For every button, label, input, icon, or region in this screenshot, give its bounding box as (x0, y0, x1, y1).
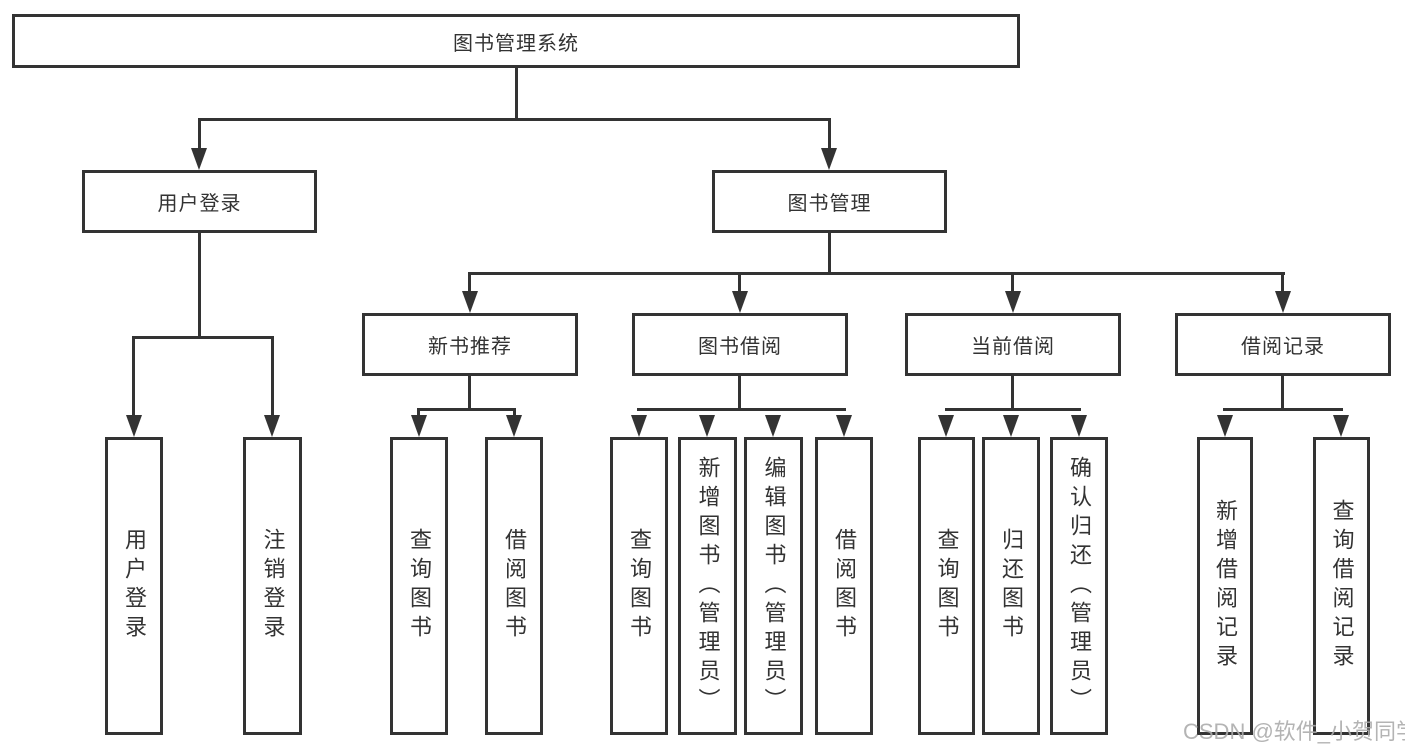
node-label: 归还图书 (999, 528, 1024, 644)
node-label: 借阅记录 (1241, 336, 1325, 358)
connector-line (1223, 408, 1343, 411)
leaf-user-login: 用户登录 (105, 437, 163, 735)
arrow-down-icon (462, 291, 478, 313)
arrow-down-icon (938, 415, 954, 437)
node-label: 新增借阅记录 (1213, 499, 1238, 673)
node-library-management-system: 图书管理系统 (12, 14, 1020, 68)
connector-line (468, 272, 1285, 275)
leaf-logout: 注销登录 (243, 437, 302, 735)
arrow-down-icon (1003, 415, 1019, 437)
arrow-down-icon (631, 415, 647, 437)
connector-line (1281, 376, 1284, 411)
arrow-down-icon (765, 415, 781, 437)
leaf-query-books-current: 查询图书 (918, 437, 975, 735)
connector-line (738, 274, 741, 296)
leaf-confirm-return-admin: 确认归还（管理员） (1050, 437, 1108, 735)
connector-line (132, 338, 135, 418)
connector-line (198, 118, 831, 121)
leaf-return-book: 归还图书 (982, 437, 1040, 735)
leaf-edit-book-admin: 编辑图书（管理员） (744, 437, 803, 735)
arrow-down-icon (264, 415, 280, 437)
node-label: 确认归还（管理员） (1067, 455, 1092, 717)
connector-line (945, 408, 1081, 411)
connector-line (1011, 274, 1014, 296)
node-label: 当前借阅 (971, 336, 1055, 358)
arrow-down-icon (1005, 291, 1021, 313)
connector-line (271, 338, 274, 418)
node-borrowing-records: 借阅记录 (1175, 313, 1391, 376)
node-new-book-recommendation: 新书推荐 (362, 313, 578, 376)
connector-line (417, 408, 516, 411)
node-label: 查询图书 (627, 528, 652, 644)
arrow-down-icon (836, 415, 852, 437)
node-label: 查询图书 (407, 528, 432, 644)
leaf-query-books-recommend: 查询图书 (390, 437, 448, 735)
leaf-add-borrow-record: 新增借阅记录 (1197, 437, 1253, 735)
node-label: 编辑图书（管理员） (761, 455, 787, 717)
connector-line (1281, 274, 1284, 296)
node-label: 用户登录 (157, 193, 242, 215)
node-label: 借阅图书 (832, 528, 857, 644)
leaf-query-borrow-record: 查询借阅记录 (1313, 437, 1370, 735)
leaf-add-book-admin: 新增图书（管理员） (678, 437, 737, 735)
node-current-borrowing: 当前借阅 (905, 313, 1121, 376)
connector-line (637, 408, 846, 411)
connector-line (515, 68, 518, 120)
arrow-down-icon (732, 291, 748, 313)
connector-line (1011, 376, 1014, 411)
connector-line (198, 233, 201, 339)
arrow-down-icon (1071, 415, 1087, 437)
node-book-management: 图书管理 (712, 170, 947, 233)
node-label: 图书管理 (787, 193, 872, 215)
node-user-login: 用户登录 (82, 170, 317, 233)
connector-line (738, 376, 741, 411)
node-label: 图书借阅 (698, 336, 782, 358)
connector-line (198, 120, 201, 156)
node-book-borrowing: 图书借阅 (632, 313, 848, 376)
connector-line (828, 233, 831, 275)
arrow-down-icon (1333, 415, 1349, 437)
node-label: 借阅图书 (502, 528, 527, 644)
arrow-down-icon (506, 415, 522, 437)
connector-line (468, 274, 471, 296)
arrow-down-icon (191, 148, 207, 170)
node-label: 图书管理系统 (453, 32, 579, 55)
leaf-borrow-books: 借阅图书 (815, 437, 873, 735)
leaf-borrow-books-recommend: 借阅图书 (485, 437, 543, 735)
node-label: 注销登录 (260, 528, 286, 644)
arrow-down-icon (1217, 415, 1233, 437)
node-label: 新增图书（管理员） (695, 455, 721, 717)
csdn-watermark: CSDN @软件_小贺同学 (1183, 719, 1405, 744)
node-label: 用户登录 (122, 528, 147, 644)
connector-line (468, 376, 471, 411)
leaf-query-books-borrow: 查询图书 (610, 437, 668, 735)
arrow-down-icon (821, 148, 837, 170)
node-label: 查询借阅记录 (1329, 499, 1355, 673)
connector-line (132, 336, 274, 339)
node-label: 新书推荐 (428, 336, 512, 358)
arrow-down-icon (1275, 291, 1291, 313)
arrow-down-icon (699, 415, 715, 437)
node-label: 查询图书 (934, 528, 960, 644)
arrow-down-icon (411, 415, 427, 437)
connector-line (828, 120, 831, 156)
arrow-down-icon (126, 415, 142, 437)
